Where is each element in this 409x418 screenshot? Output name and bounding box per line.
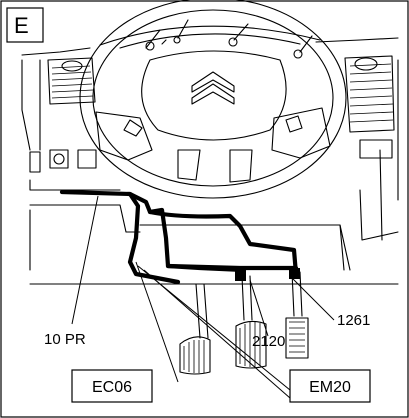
box-em20: EM20 xyxy=(289,369,371,403)
left-switch-panel xyxy=(29,149,121,191)
box-ec06: EC06 xyxy=(71,369,153,403)
accelerator-pedal xyxy=(285,271,309,359)
wiring-harness xyxy=(59,189,299,285)
brand-emblem xyxy=(191,71,235,105)
left-air-vent xyxy=(47,57,96,105)
label-ec06: EC06 xyxy=(92,379,132,396)
dashboard-outline xyxy=(21,37,399,201)
right-air-vent xyxy=(344,55,395,159)
connector-brake-switch xyxy=(235,270,246,281)
label-10pr: 10 PR xyxy=(44,331,86,348)
view-letter-box: E xyxy=(6,7,44,43)
label-2120: 2120 xyxy=(252,333,285,350)
view-letter: E xyxy=(14,13,29,38)
clutch-pedal xyxy=(179,283,211,375)
label-1261: 1261 xyxy=(337,312,370,329)
connector-accelerator xyxy=(289,268,300,279)
leader-lines xyxy=(71,195,335,399)
steering-wheel xyxy=(79,0,347,199)
brake-pedal xyxy=(235,275,267,369)
label-em20: EM20 xyxy=(309,379,351,396)
lower-dashboard xyxy=(29,149,399,271)
